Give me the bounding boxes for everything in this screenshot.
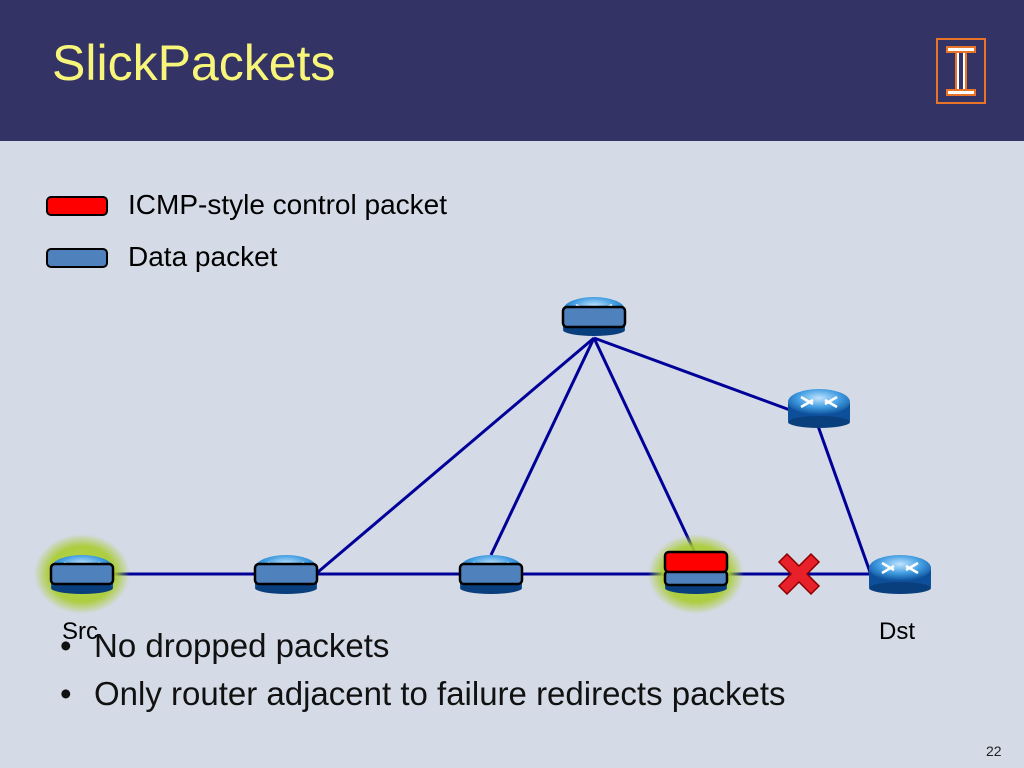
university-logo-icon <box>936 38 986 104</box>
control-packet-swatch <box>46 196 108 216</box>
legend-label-control: ICMP-style control packet <box>128 189 447 220</box>
slide-header: SlickPackets <box>0 0 1024 141</box>
bullet-list: No dropped packets Only router adjacent … <box>60 622 786 718</box>
bullet-item: No dropped packets <box>60 622 786 670</box>
link-r2-top <box>489 337 596 556</box>
data-packet-src <box>49 562 115 586</box>
slide-title: SlickPackets <box>52 35 336 91</box>
router-dst-icon <box>867 553 933 596</box>
control-packet-r3 <box>663 550 729 574</box>
bullet-item: Only router adjacent to failure redirect… <box>60 670 786 718</box>
link-r1-top <box>317 336 595 574</box>
network-links <box>82 336 900 576</box>
link-top-right <box>593 336 791 412</box>
data-packet-top <box>561 305 627 329</box>
legend-label-data: Data packet <box>128 241 278 272</box>
data-packet-r2 <box>458 562 524 586</box>
link-right-dst <box>816 425 872 573</box>
dst-label: Dst <box>879 618 915 645</box>
network-diagram <box>34 295 933 614</box>
link-failure-x-icon <box>777 552 821 596</box>
link-r3-top <box>592 337 698 556</box>
data-packet-r1 <box>253 562 319 586</box>
router-right-icon <box>786 387 852 430</box>
data-packet-swatch <box>46 248 108 268</box>
page-number: 22 <box>986 743 1002 759</box>
